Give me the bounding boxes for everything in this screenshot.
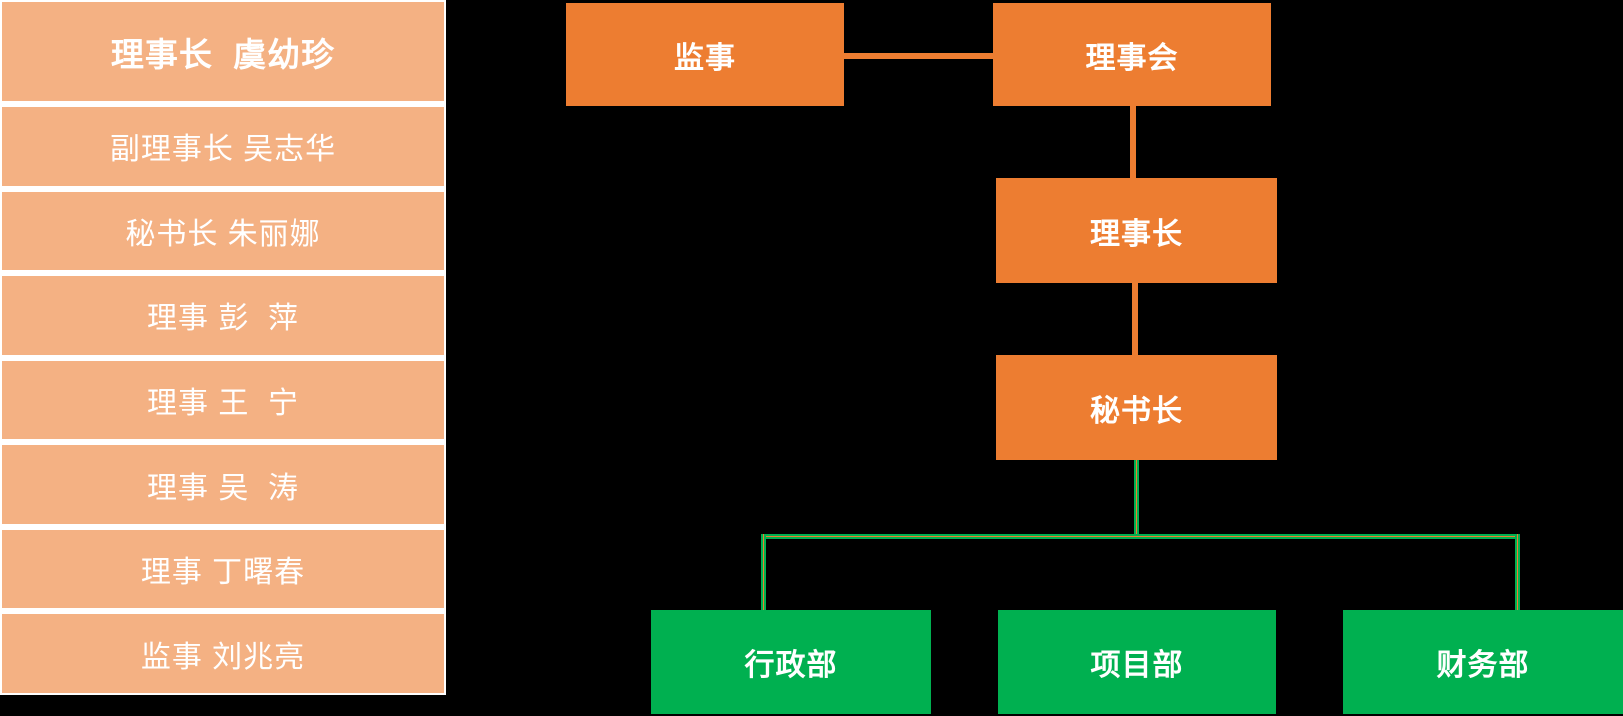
roster-panel: 理事长 虞幼珍 副理事长 吴志华 秘书长 朱丽娜 理事 彭 萍 理事 王 宁 理…	[0, 0, 446, 695]
org-node-finance-dept: 财务部	[1343, 610, 1623, 714]
roster-row-chairman: 理事长 虞幼珍	[2, 2, 444, 101]
connector-admin-drop	[761, 534, 766, 610]
roster-row-supervisor: 监事 刘兆亮	[2, 614, 444, 693]
connector-departments-bus	[761, 534, 1520, 539]
connector-council-chairman	[1130, 106, 1136, 178]
org-node-project-dept: 项目部	[998, 610, 1276, 714]
org-node-supervisor: 监事	[566, 3, 844, 106]
connector-finance-drop	[1515, 534, 1520, 610]
org-node-admin-dept: 行政部	[651, 610, 931, 714]
connector-secretary-drop	[1134, 460, 1139, 536]
roster-row-director-3: 理事 吴 涛	[2, 445, 444, 524]
connector-supervisor-council	[844, 53, 993, 59]
org-node-secretary-general: 秘书长	[996, 355, 1277, 460]
connector-chairman-secretary	[1132, 283, 1138, 355]
org-node-council: 理事会	[993, 3, 1271, 106]
org-node-chairman: 理事长	[996, 178, 1277, 283]
roster-row-director-4: 理事 丁曙春	[2, 529, 444, 609]
roster-row-director-1: 理事 彭 萍	[2, 276, 444, 355]
roster-row-director-2: 理事 王 宁	[2, 360, 444, 440]
roster-row-secretary: 秘书长 朱丽娜	[2, 191, 444, 271]
roster-row-vice-chairman: 副理事长 吴志华	[2, 107, 444, 186]
